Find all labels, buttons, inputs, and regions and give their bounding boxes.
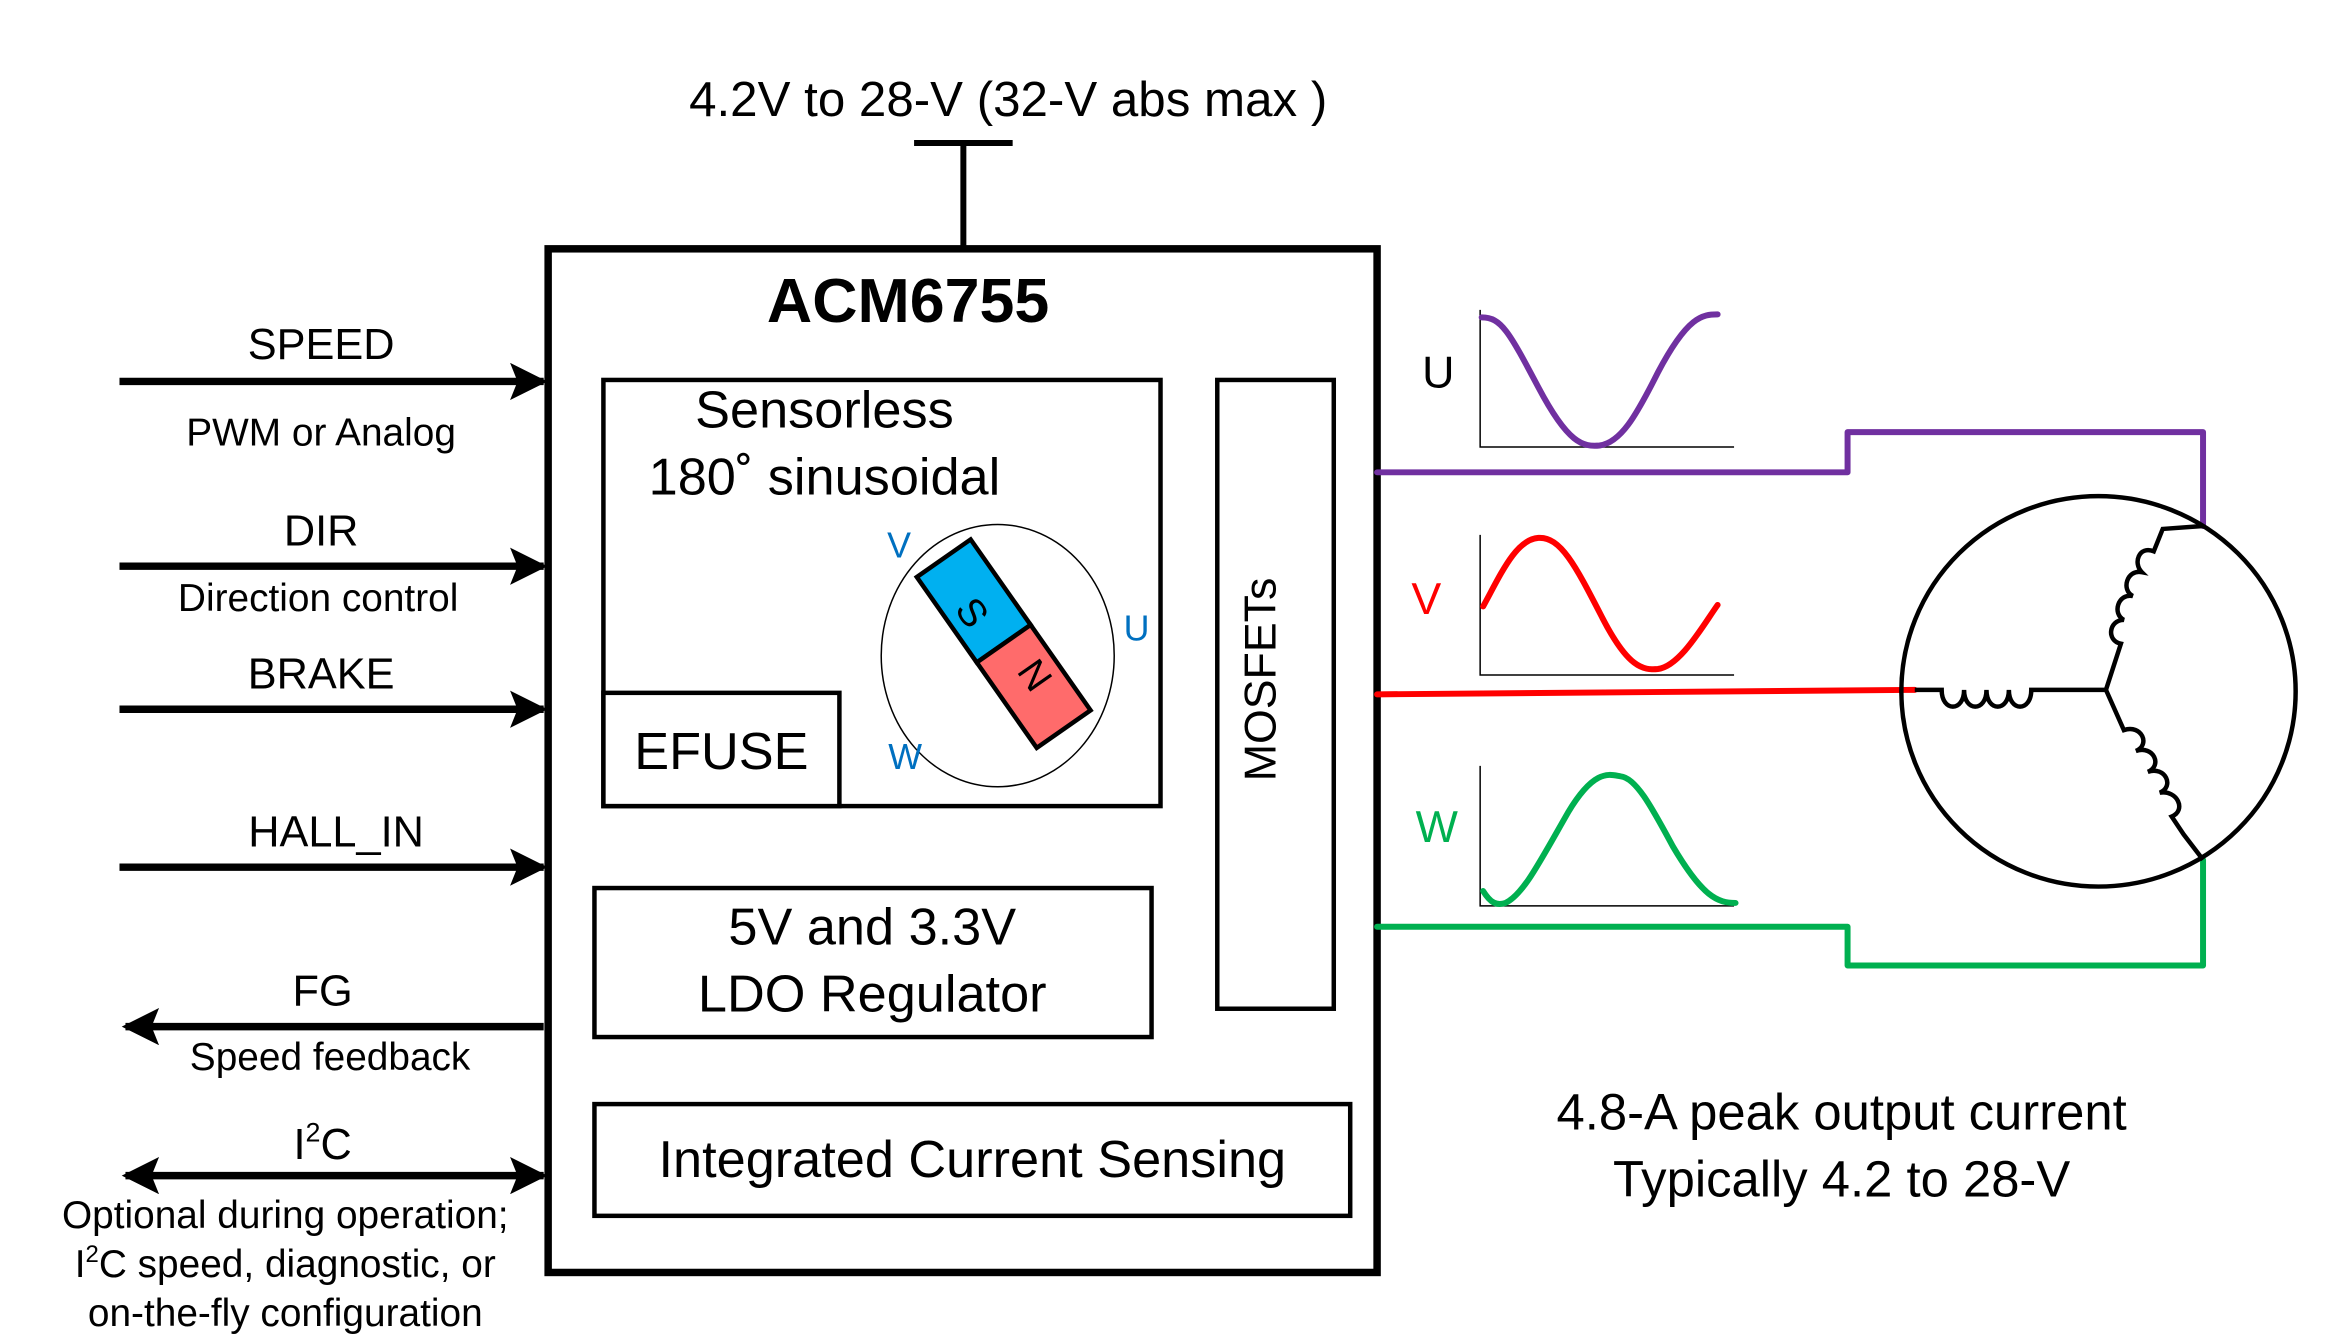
control-block-line1: Sensorless <box>695 382 954 440</box>
waveform-w: W <box>1416 765 1739 907</box>
fg-desc: Speed feedback <box>190 1036 471 1079</box>
brake-label: BRAKE <box>248 650 395 698</box>
signal-i2c: I2C Optional during operation; I2C speed… <box>62 1117 548 1335</box>
ldo-line2: LDO Regulator <box>698 966 1047 1024</box>
rotor-label-u: U <box>1124 609 1150 649</box>
i2c-desc-line2: I2C speed, diagnostic, or <box>75 1241 496 1286</box>
control-block-line2: 180˚ sinusoidal <box>649 449 1001 507</box>
mosfets-label: MOSFETs <box>1235 578 1285 782</box>
rotor-label-w: W <box>888 737 922 777</box>
signal-speed: SPEED PWM or Analog <box>119 321 548 455</box>
waveform-w-label: W <box>1416 802 1459 852</box>
i2c-label: I2C <box>293 1117 351 1169</box>
hall-in-label: HALL_IN <box>248 808 424 856</box>
magnet-north <box>973 621 1094 752</box>
waveform-u-axes <box>1479 309 1735 448</box>
output-note-line2: Typically 4.2 to 28-V <box>1613 1151 2070 1208</box>
ldo-line1: 5V and 3.3V <box>728 899 1016 957</box>
output-note-line1: 4.8-A peak output current <box>1556 1083 2126 1140</box>
i2c-desc-line3: on-the-fly configuration <box>88 1292 483 1335</box>
signal-dir: DIR Direction control <box>119 507 548 620</box>
winding-v <box>1914 687 2106 709</box>
motor-housing <box>1899 493 2298 889</box>
phase-u-wire <box>1374 429 2207 529</box>
waveform-v-axes <box>1479 534 1735 676</box>
speed-desc: PWM or Analog <box>186 412 456 455</box>
signal-fg: FG Speed feedback <box>121 968 544 1079</box>
ldo-block <box>592 885 1154 1040</box>
efuse-block <box>601 690 842 809</box>
fg-label: FG <box>293 968 353 1016</box>
i2c-desc-line1: Optional during operation; <box>62 1194 509 1237</box>
waveform-v-label: V <box>1411 574 1441 624</box>
waveform-u-label: U <box>1422 347 1454 397</box>
speed-label: SPEED <box>248 321 395 369</box>
waveform-u-curve <box>1478 311 1721 449</box>
waveform-u: U <box>1422 309 1735 449</box>
mosfets-block <box>1215 377 1337 1011</box>
phase-v-wire <box>1374 686 1918 698</box>
dir-desc: Direction control <box>178 577 458 620</box>
rotor-icon: S N V U W <box>880 523 1150 788</box>
waveform-v-curve <box>1480 534 1721 673</box>
efuse-label: EFUSE <box>634 723 808 781</box>
current-sensing-block <box>592 1101 1353 1219</box>
signal-hall-in: HALL_IN <box>119 808 548 886</box>
supply-voltage-label: 4.2V to 28-V (32-V abs max ) <box>689 72 1327 127</box>
chip-name: ACM6755 <box>767 266 1049 336</box>
signal-brake: BRAKE <box>119 650 548 728</box>
waveform-w-curve <box>1480 771 1739 907</box>
waveform-v: V <box>1411 534 1735 676</box>
winding-w <box>2103 688 2205 862</box>
winding-u <box>2103 523 2204 691</box>
waveform-w-axes <box>1479 765 1735 907</box>
rotor-label-v: V <box>887 525 911 565</box>
motor-icon <box>1899 493 2298 889</box>
dir-label: DIR <box>284 507 359 555</box>
current-sensing-label: Integrated Current Sensing <box>659 1131 1287 1189</box>
phase-w-wire <box>1374 856 2207 969</box>
